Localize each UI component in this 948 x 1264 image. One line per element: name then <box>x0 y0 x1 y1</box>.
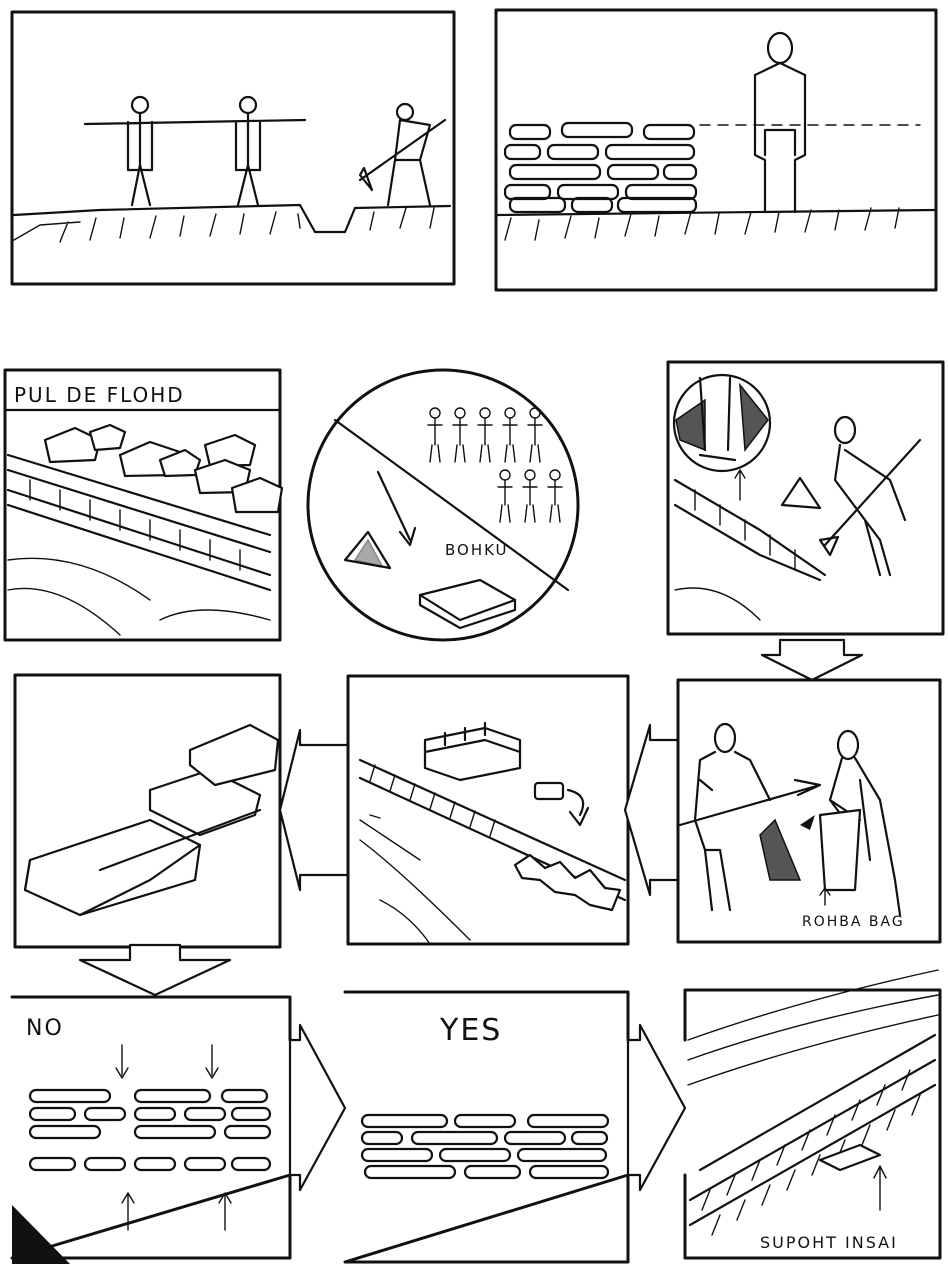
figure-shoveling <box>820 417 920 575</box>
figure-standing <box>755 33 805 212</box>
label-yes: YES <box>439 1013 502 1048</box>
arrow-left-1 <box>280 730 348 890</box>
arrow-down-2 <box>80 945 230 995</box>
panel-flood-village: PUL DE FLOHD <box>5 370 282 640</box>
panel-support-inside: SUPOHT INSAI <box>685 970 940 1258</box>
label-no: NO <box>26 1016 64 1041</box>
panel-wall-height <box>496 10 936 290</box>
label-bohku: BOHKU <box>445 541 509 559</box>
panel-bags-river <box>348 676 628 944</box>
panel-dig-embankment <box>668 362 943 680</box>
figure-arms-out-1 <box>85 97 195 205</box>
panel-no-stacking: NO <box>12 997 290 1264</box>
bad-bag-rows <box>30 1090 270 1170</box>
panel-bags-closeup <box>15 675 280 947</box>
label-pul-de-flohd: PUL DE FLOHD <box>14 383 185 407</box>
sandbag-wall <box>505 123 696 212</box>
panel-yes-stacking: YES <box>345 992 628 1262</box>
panel-measure-trench <box>12 12 454 284</box>
good-bag-rows <box>362 1115 608 1178</box>
label-supoht-insai: SUPOHT INSAI <box>760 1233 898 1252</box>
arrow-left-2 <box>625 725 678 895</box>
sandbag-pile <box>420 580 515 628</box>
label-rohba-bag: ROHBA BAG <box>802 914 905 930</box>
houses <box>45 425 282 512</box>
arrow-down-1 <box>762 640 862 680</box>
arrow-right-1 <box>290 1025 345 1190</box>
stacked-embankment <box>690 1035 935 1235</box>
bag-stack <box>425 723 520 780</box>
figure-with-shovel <box>680 724 820 910</box>
figure-digging <box>360 104 445 205</box>
arrow-right-2 <box>628 1025 685 1190</box>
panel-materials-circle: BOHKU <box>308 370 578 640</box>
figure-arms-out-2 <box>195 97 305 205</box>
people-crowd <box>428 408 562 522</box>
panel-filling-bag: ROHBA BAG <box>678 680 940 942</box>
